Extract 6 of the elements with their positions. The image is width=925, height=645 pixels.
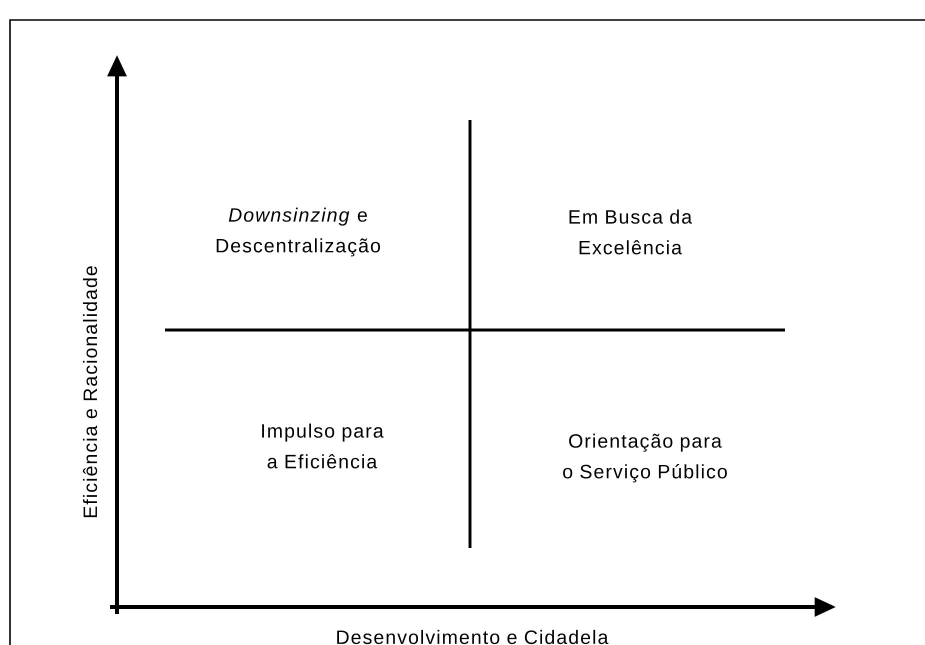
quadrant-label: Downsinzing e Descentralização (216, 208, 380, 256)
quadrant-label: Em Busca da Excelência (570, 210, 692, 254)
quadrant-label: Orientação para o Serviço Público (563, 434, 727, 482)
axis-label: Eficiência e Racionalidade (82, 266, 98, 518)
axis-label: Desenvolvimento e Cidadela (337, 630, 608, 644)
quadrant-label: Impulso para a Eficiência (262, 424, 384, 468)
